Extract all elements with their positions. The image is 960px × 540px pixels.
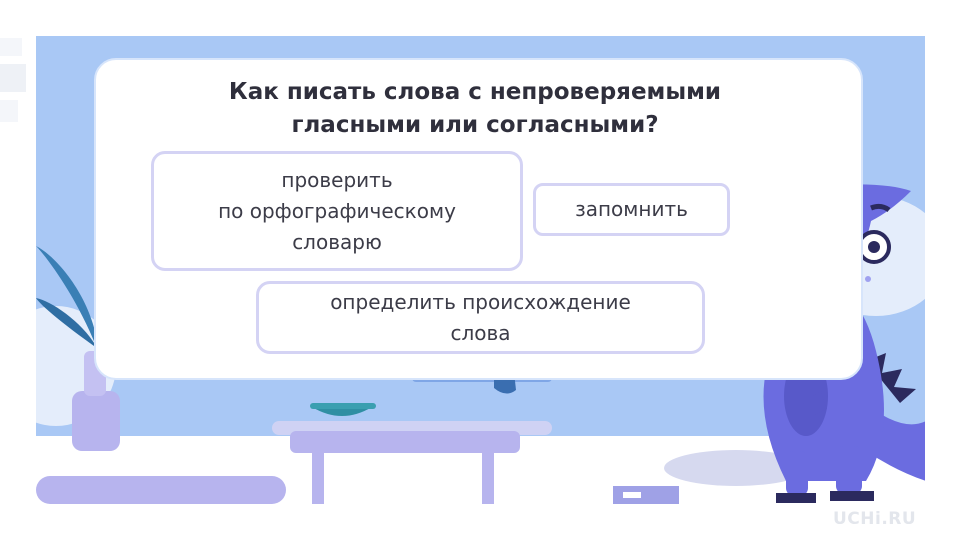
option-line: запомнить xyxy=(575,197,688,221)
coffee-table-icon xyxy=(272,403,552,504)
question-title: Как писать слова с непроверяемыми гласны… xyxy=(165,76,785,142)
answer-option-dictionary[interactable]: проверить по орфографическому словарю xyxy=(151,151,523,271)
bowl-icon xyxy=(312,407,372,416)
answer-option-origin[interactable]: определить происхождение слова xyxy=(256,281,705,354)
option-line: по орфографическому xyxy=(218,198,456,223)
option-line: словарю xyxy=(292,229,382,254)
option-line: определить происхождение xyxy=(330,289,631,314)
uchi-logo: UCHi.RU xyxy=(833,509,917,529)
left-edge-decoration xyxy=(0,38,26,122)
question-line-2: гласными или согласными? xyxy=(291,112,659,138)
box-icon xyxy=(613,486,679,504)
option-line: слова xyxy=(450,320,511,345)
answer-option-memorize[interactable]: запомнить xyxy=(533,183,730,236)
option-line: проверить xyxy=(281,167,393,192)
question-line-1: Как писать слова с непроверяемыми xyxy=(228,79,722,105)
